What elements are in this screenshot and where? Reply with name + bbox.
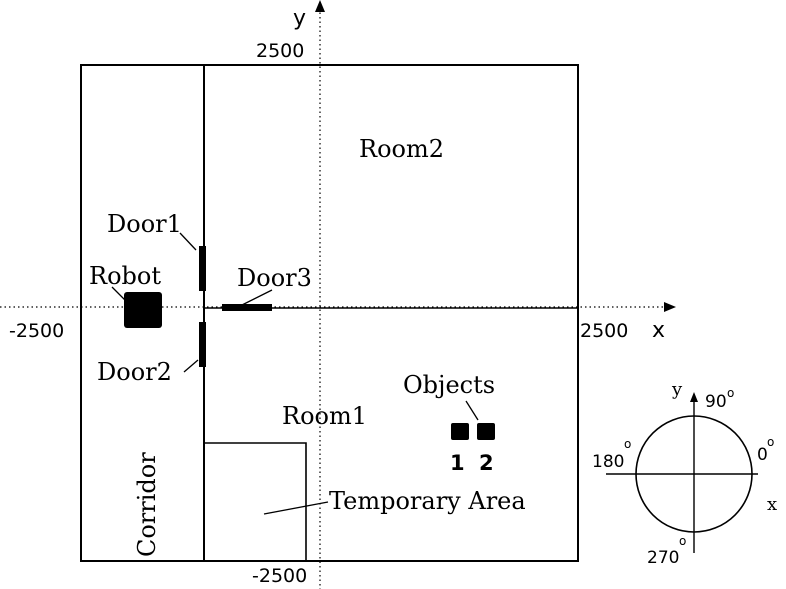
compass-degree-270: o (679, 534, 686, 548)
compass-angle-180: 180 (592, 452, 624, 472)
door3-label: Door3 (237, 264, 312, 292)
x-max-label: 2500 (580, 320, 628, 342)
objects-label: Objects (403, 371, 495, 399)
object-2-marker (477, 423, 495, 440)
robot-label: Robot (89, 262, 161, 290)
door1-marker (199, 246, 206, 291)
temporary-area-leader (263, 501, 329, 515)
compass-angle-0: 0 (757, 445, 768, 465)
door2-leader (183, 359, 199, 373)
temporary-area-outline (204, 442, 307, 561)
object-1-marker (451, 423, 469, 440)
room1-label: Room1 (282, 402, 367, 430)
robot-leader (111, 286, 129, 304)
compass-degree-90: o (727, 386, 734, 400)
door1-label: Door1 (107, 210, 182, 238)
door2-marker (199, 322, 206, 367)
temporary-area-label: Temporary Area (329, 487, 526, 515)
x-axis-arrow (664, 302, 676, 312)
compass-x-label: x (767, 494, 777, 515)
building-outline (80, 64, 579, 562)
objects-leader (465, 400, 479, 421)
y-axis-arrow (315, 0, 325, 12)
door1-leader (179, 232, 197, 251)
corridor-label: Corridor (133, 452, 161, 557)
y-axis-label: y (293, 6, 306, 31)
x-min-label: -2500 (9, 320, 64, 342)
object-1-label: 1 (450, 451, 465, 475)
compass-angle-270: 270 (647, 548, 679, 568)
orientation-compass: y x 90 o 180 o 0 o 270 o (592, 379, 777, 568)
door3-marker (222, 304, 272, 311)
compass-degree-180: o (624, 437, 631, 451)
object-2-label: 2 (479, 451, 494, 475)
room2-label: Room2 (359, 135, 444, 163)
door2-label: Door2 (97, 358, 172, 386)
y-min-label: -2500 (252, 565, 307, 587)
compass-degree-0: o (767, 435, 774, 449)
compass-y-label: y (671, 379, 683, 400)
door3-leader (241, 289, 273, 306)
compass-angle-90: 90 (705, 392, 727, 412)
y-max-label: 2500 (256, 40, 304, 62)
x-axis-label: x (652, 318, 665, 343)
robot-marker (124, 292, 162, 328)
compass-y-arrow (690, 392, 698, 402)
